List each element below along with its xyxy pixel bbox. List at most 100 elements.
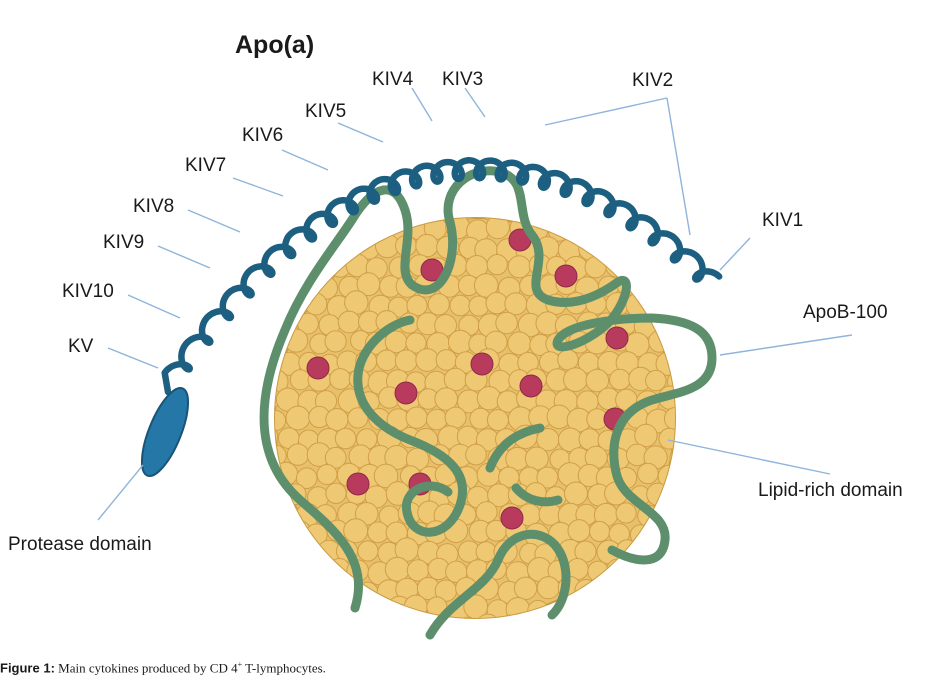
lipid-bubble <box>364 598 387 618</box>
lipid-bubble <box>329 368 352 390</box>
kiv8-label: KIV8 <box>133 196 174 217</box>
lipid-bubble <box>656 580 675 603</box>
lipid-bubble <box>646 292 671 317</box>
lipid-bubble <box>507 255 531 279</box>
apob-100-label: ApoB-100 <box>803 302 888 323</box>
lipid-bubble <box>275 273 277 296</box>
lipid-bubble <box>449 294 472 317</box>
kv-label: KV <box>68 336 94 357</box>
lipid-bubble <box>325 482 347 504</box>
lipid-bubble <box>536 576 561 600</box>
lipid-bubble <box>498 614 523 618</box>
lipid-bubble <box>316 464 338 485</box>
caption-label: Figure 1: <box>0 660 55 676</box>
lipid-bubble <box>285 405 311 431</box>
lipid-bubble <box>564 481 588 506</box>
lipid-bubble <box>617 237 640 261</box>
lipid-bubble <box>294 538 320 563</box>
lipid-bubble <box>367 521 390 544</box>
lipid-bubble <box>677 542 699 564</box>
kiv2-label: KIV2 <box>632 70 673 91</box>
lipid-bubble <box>538 619 558 639</box>
lipid-bubble <box>454 616 480 618</box>
figure-caption: Figure 1: Main cytokines produced by CD … <box>0 660 950 680</box>
embedded-protein-dots <box>306 228 629 530</box>
lipid-bubble <box>275 543 278 565</box>
lipid-bubble <box>678 616 701 639</box>
lipid-bubble <box>295 467 318 490</box>
lipid-bubble <box>435 349 458 371</box>
lipid-bubble <box>307 560 329 583</box>
lipid-bubble <box>377 218 400 221</box>
lipid-bubble <box>679 504 700 525</box>
lipid-bubble <box>656 272 675 297</box>
lipid-bubble <box>534 218 557 224</box>
lipid-bubble <box>649 561 672 585</box>
kiv3-label: KIV3 <box>442 69 483 90</box>
embedded-protein-dot <box>394 381 418 405</box>
lipid-bubble <box>645 369 667 392</box>
apoa-title: Apo(a) <box>235 31 314 59</box>
lipid-bubble <box>597 616 622 618</box>
lipid-bubble <box>637 462 659 485</box>
lipid-bubble <box>405 332 427 354</box>
lipid-bubble <box>296 619 317 640</box>
lipid-bubble <box>584 218 608 239</box>
lipid-bubble <box>504 292 528 316</box>
lipid-bubble <box>524 446 549 471</box>
caption-text-end: T-lymphocytes. <box>242 660 326 676</box>
kiv5-label: KIV5 <box>305 101 346 122</box>
embedded-protein-dot <box>554 264 578 288</box>
lipid-bubble <box>375 349 398 372</box>
lipid-bubble <box>447 329 473 355</box>
lipid-bubble <box>663 407 675 431</box>
lipid-bubble <box>658 427 675 450</box>
lipid-bubble <box>475 541 497 563</box>
lipid-bubble <box>275 218 299 222</box>
lipid-bubble <box>324 446 347 469</box>
lipid-bubble <box>635 273 659 297</box>
lipid-bubble <box>584 256 607 279</box>
lipid-bubble <box>614 616 637 618</box>
lipid-bubble <box>275 500 280 524</box>
lipid-bubble <box>275 579 280 601</box>
lipid-bubble <box>587 597 611 618</box>
lipid-bubble <box>486 254 508 276</box>
apoa-coiled-chain <box>161 157 723 396</box>
lipid-bubble <box>275 293 287 317</box>
lipid-bubble <box>666 598 675 618</box>
lipid-bubble <box>316 617 341 618</box>
lipid-bubble <box>325 597 349 618</box>
lipid-bubble <box>626 253 650 278</box>
lipid-bubble <box>567 519 591 543</box>
kiv1-label: KIV1 <box>762 210 803 231</box>
lipid-bubble <box>678 579 698 599</box>
lipid-bubble <box>589 520 611 543</box>
lipid-bubble <box>397 615 422 618</box>
lipid-bubble <box>406 295 428 317</box>
lipid-bubble <box>505 597 531 618</box>
lipid-bubble <box>275 424 279 448</box>
lipid-bubble <box>608 599 632 618</box>
lipid-bubble <box>296 577 320 601</box>
lipid-bubble <box>646 482 670 506</box>
leader-lines <box>97 87 853 521</box>
lipid-bubble <box>465 443 487 466</box>
lipid-bubble <box>623 597 649 618</box>
lipid-bubble <box>347 407 369 429</box>
lipid-bubble <box>357 540 379 562</box>
lipid-bubble <box>637 619 658 640</box>
lipid-bubble <box>334 614 359 618</box>
embedded-protein-dot <box>346 472 370 496</box>
lipid-bubble <box>334 427 357 450</box>
lipid-bubble <box>276 538 300 562</box>
lipid-bubble <box>637 580 661 604</box>
lipid-bubble <box>605 253 630 278</box>
lipid-bubble <box>479 218 502 221</box>
kiv9-label: KIV9 <box>103 232 144 253</box>
kiv10-label: KIV10 <box>62 281 114 302</box>
lipid-bubble <box>665 291 675 316</box>
lipid-bubble <box>486 409 509 432</box>
caption-superscript: + <box>237 660 243 669</box>
lipid-bubble <box>648 330 671 353</box>
